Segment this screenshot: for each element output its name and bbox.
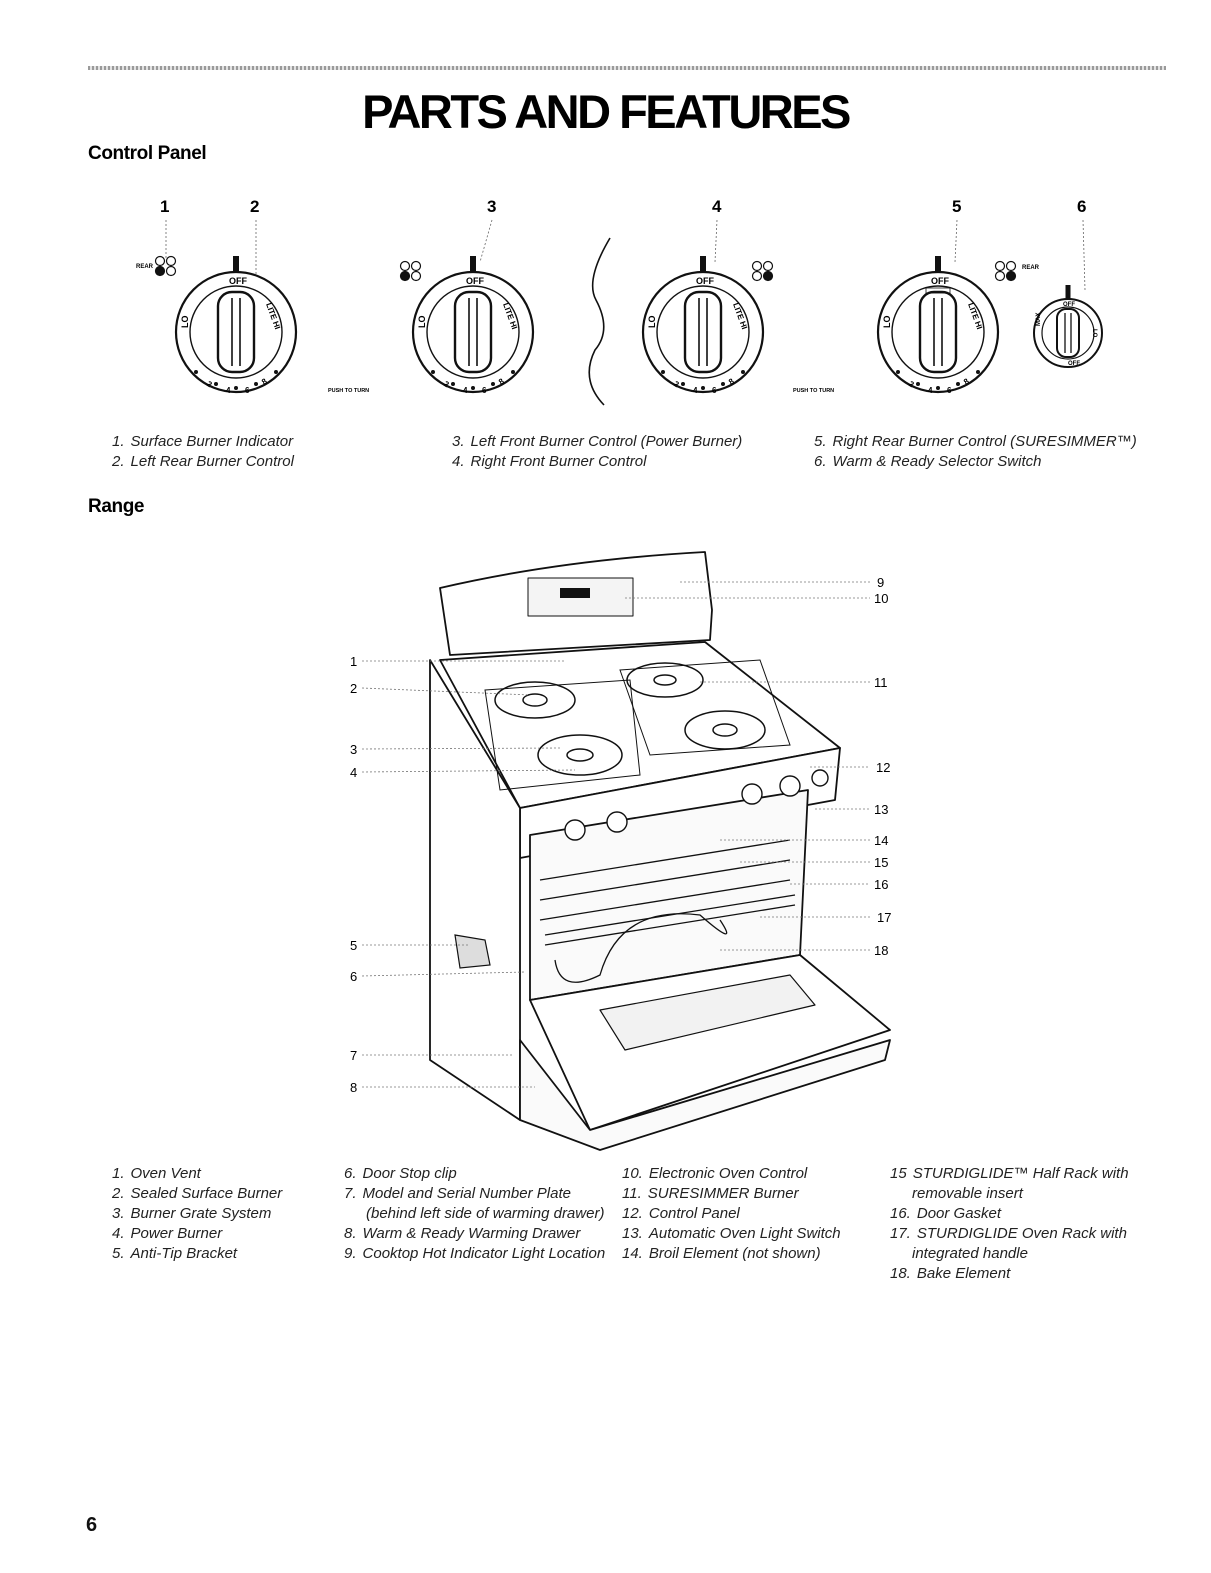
knob-off-label: OFF bbox=[931, 276, 949, 286]
warming-drawer[interactable] bbox=[519, 1039, 891, 1151]
range-callout-8: 8 bbox=[350, 1080, 357, 1095]
control-display bbox=[527, 577, 634, 617]
knob-off-label: OFF bbox=[229, 276, 247, 286]
range-callout-9: 9 bbox=[877, 575, 884, 590]
caption-item: 14.Broil Element (not shown) bbox=[622, 1245, 821, 1262]
right-front-burner-knob[interactable]: OFF LO LITE HI bbox=[641, 256, 765, 397]
caption-item: 6.Door Stop clip bbox=[344, 1165, 457, 1182]
strip-knob[interactable] bbox=[606, 811, 628, 833]
range-callout-6: 6 bbox=[350, 969, 357, 984]
caption-item: 3.Left Front Burner Control (Power Burne… bbox=[452, 433, 743, 450]
warm-off-label: OFF bbox=[1063, 302, 1075, 308]
range-diagram: 1 2 3 4 5 6 7 8 9 10 11 12 13 14 15 16 1… bbox=[350, 551, 891, 1151]
page-title: PARTS AND FEATURES bbox=[362, 85, 851, 138]
range-callout-14: 14 bbox=[874, 833, 888, 848]
range-callout-15: 15 bbox=[874, 855, 888, 870]
range-captions-col-2: 6.Door Stop clip 7.Model and Serial Numb… bbox=[344, 1164, 609, 1264]
caption-item: 7.Model and Serial Number Plate (behind … bbox=[344, 1185, 605, 1222]
caption-item: 18.Bake Element bbox=[890, 1265, 1011, 1282]
burner-right-front bbox=[684, 710, 766, 750]
caption-item: 1.Surface Burner Indicator bbox=[112, 433, 294, 450]
caption-item: 5.Right Rear Burner Control (SURESIMMER™… bbox=[814, 433, 1137, 450]
range-callout-5: 5 bbox=[350, 938, 357, 953]
caption-item: 6.Warm & Ready Selector Switch bbox=[814, 453, 1042, 470]
caption-item: 17.STURDIGLIDE Oven Rack with integrated… bbox=[890, 1225, 1127, 1262]
separator-curve bbox=[588, 237, 611, 406]
push-to-turn-left: PUSH TO TURN bbox=[328, 388, 369, 394]
page-number: 6 bbox=[86, 1514, 98, 1536]
range-callout-13: 13 bbox=[874, 802, 888, 817]
knob-off-label: OFF bbox=[696, 276, 714, 286]
caption-item: 13.Automatic Oven Light Switch bbox=[622, 1225, 841, 1242]
range-callout-7: 7 bbox=[350, 1048, 357, 1063]
warm-lo-label: LO bbox=[1091, 329, 1097, 338]
callout-5: 5 bbox=[952, 197, 961, 216]
range-captions-col-3: 10.Electronic Oven Control 11.SURESIMMER… bbox=[622, 1164, 872, 1264]
caption-item: 1.Oven Vent bbox=[112, 1165, 201, 1182]
caption-item: 9.Cooktop Hot Indicator Light Location bbox=[344, 1245, 606, 1262]
control-panel-heading: Control Panel bbox=[88, 143, 207, 164]
range-callout-3: 3 bbox=[350, 742, 357, 757]
burner-left-front bbox=[537, 734, 623, 776]
caption-item: 12.Control Panel bbox=[622, 1205, 740, 1222]
door-window bbox=[599, 974, 816, 1051]
knob-lo-label: LO bbox=[647, 316, 657, 329]
callout-1: 1 bbox=[160, 197, 169, 216]
top-rule bbox=[88, 66, 1166, 70]
range-callout-10: 10 bbox=[874, 591, 888, 606]
range-callout-2: 2 bbox=[350, 681, 357, 696]
knob-lo-label: LO bbox=[180, 316, 190, 329]
oven-rack bbox=[539, 839, 791, 921]
knob-lo-label: LO bbox=[882, 316, 892, 329]
caption-item: 8.Warm & Ready Warming Drawer bbox=[344, 1225, 581, 1242]
callout-3: 3 bbox=[487, 197, 496, 216]
rear-label-left: REAR bbox=[136, 264, 154, 270]
strip-knob[interactable] bbox=[779, 775, 801, 797]
caption-item: 16.Door Gasket bbox=[890, 1205, 1002, 1222]
strip-knob[interactable] bbox=[564, 819, 586, 841]
rear-label-right: REAR bbox=[1022, 265, 1040, 271]
left-front-burner-knob[interactable]: OFF LO LITE HI bbox=[411, 256, 535, 397]
callout-6: 6 bbox=[1077, 197, 1086, 216]
range-captions-col-1: 1.Oven Vent 2.Sealed Surface Burner 3.Bu… bbox=[112, 1164, 302, 1264]
right-rear-burner-knob[interactable]: OFF LO LITE HI bbox=[876, 256, 1000, 397]
range-callout-16: 16 bbox=[874, 877, 888, 892]
caption-item: 10.Electronic Oven Control bbox=[622, 1165, 808, 1182]
range-callout-4: 4 bbox=[350, 765, 357, 780]
warm-max-label: MAX bbox=[1036, 313, 1042, 326]
bake-element bbox=[554, 913, 728, 983]
control-captions-col-2: 3.Left Front Burner Control (Power Burne… bbox=[452, 432, 742, 472]
caption-item: 3.Burner Grate System bbox=[112, 1205, 272, 1222]
push-to-turn-right: PUSH TO TURN bbox=[793, 388, 834, 394]
strip-knob[interactable] bbox=[741, 783, 763, 805]
caption-item: 2.Left Rear Burner Control bbox=[112, 453, 294, 470]
left-rear-burner-knob[interactable]: OFF LO LITE HI bbox=[174, 256, 298, 397]
callout-4: 4 bbox=[712, 197, 722, 216]
control-captions-col-1: 1.Surface Burner Indicator 2.Left Rear B… bbox=[112, 432, 294, 472]
control-captions-col-3: 5.Right Rear Burner Control (SURESIMMER™… bbox=[814, 432, 1137, 472]
range-heading: Range bbox=[88, 496, 145, 517]
caption-item: 2.Sealed Surface Burner bbox=[112, 1185, 283, 1202]
range-callout-11: 11 bbox=[874, 675, 888, 690]
range-callout-18: 18 bbox=[874, 943, 888, 958]
range-callout-1: 1 bbox=[350, 654, 357, 669]
warm-ready-selector-knob[interactable]: OFF MAX LO OFF bbox=[1033, 285, 1103, 368]
knob-lo-label: LO bbox=[417, 316, 427, 329]
caption-item: 4.Power Burner bbox=[112, 1225, 223, 1242]
range-callout-17: 17 bbox=[877, 910, 891, 925]
warm-off-bottom-label: OFF bbox=[1068, 361, 1080, 367]
anti-tip-bracket bbox=[454, 934, 491, 969]
control-panel-diagram: 2 4 6 8 1 2 3 4 5 6 bbox=[136, 197, 1103, 406]
caption-item: 5.Anti-Tip Bracket bbox=[112, 1245, 238, 1262]
range-callout-12: 12 bbox=[876, 760, 890, 775]
caption-item: 4.Right Front Burner Control bbox=[452, 453, 647, 470]
callout-2: 2 bbox=[250, 197, 259, 216]
strip-knob[interactable] bbox=[811, 769, 829, 787]
burner-left-rear bbox=[494, 681, 576, 719]
caption-item: 11.SURESIMMER Burner bbox=[622, 1185, 799, 1202]
knob-off-label: OFF bbox=[466, 276, 484, 286]
